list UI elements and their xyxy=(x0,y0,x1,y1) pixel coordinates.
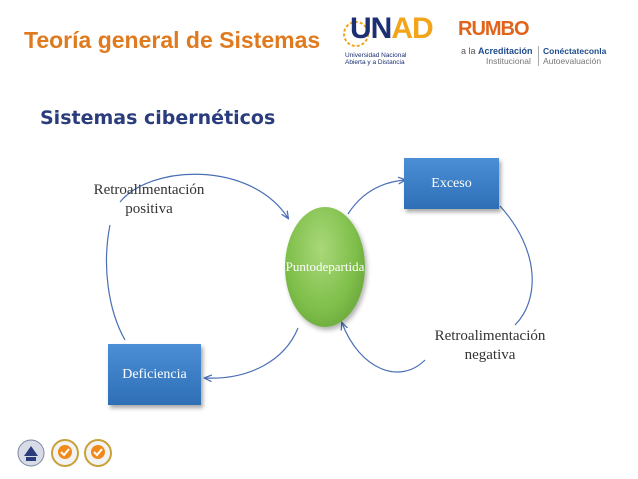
positive-loop-top-arrow xyxy=(119,173,288,218)
rumbo-line2: Institucional xyxy=(486,56,531,66)
negative-loop-right-arc xyxy=(499,205,533,326)
negative-feedback-label: Retroalimentación negativa xyxy=(434,328,546,363)
slide-subtitle: Sistemas cibernéticos xyxy=(40,107,276,129)
negative-loop-top-arrow xyxy=(347,180,405,215)
unad-name-ad: AD xyxy=(391,12,433,45)
rumbo-right-line2: Autoevaluación xyxy=(543,56,602,66)
rumbo-divider xyxy=(538,46,539,66)
rumbo-line1-bold: Acreditación xyxy=(478,46,533,56)
negative-loop-bottom-arrow xyxy=(342,323,426,373)
rumbo-right-line1: Conéctateconla xyxy=(543,46,607,56)
unad-line2: Abierta y a Distancia xyxy=(345,59,405,66)
positive-loop-left-arc xyxy=(105,224,126,341)
unad-emblem-icon xyxy=(343,21,369,47)
rumbo-line1-prefix: a la xyxy=(461,46,479,56)
deficiency-box: Deficiencia xyxy=(108,344,201,405)
crest-icon xyxy=(17,439,45,467)
positive-loop-bottom-arrow xyxy=(205,327,299,378)
certification-seal-icon xyxy=(84,439,112,467)
rumbo-name: RUMBO xyxy=(458,18,530,40)
positive-feedback-label: Retroalimentación positiva xyxy=(93,182,205,217)
slide-title: Teoría general de Sistemas xyxy=(24,27,321,53)
excess-box: Exceso xyxy=(404,158,499,209)
unad-name-un: UN xyxy=(350,12,392,45)
unad-line1: Universidad Nacional xyxy=(345,52,407,59)
certification-seal-icon xyxy=(51,439,79,467)
